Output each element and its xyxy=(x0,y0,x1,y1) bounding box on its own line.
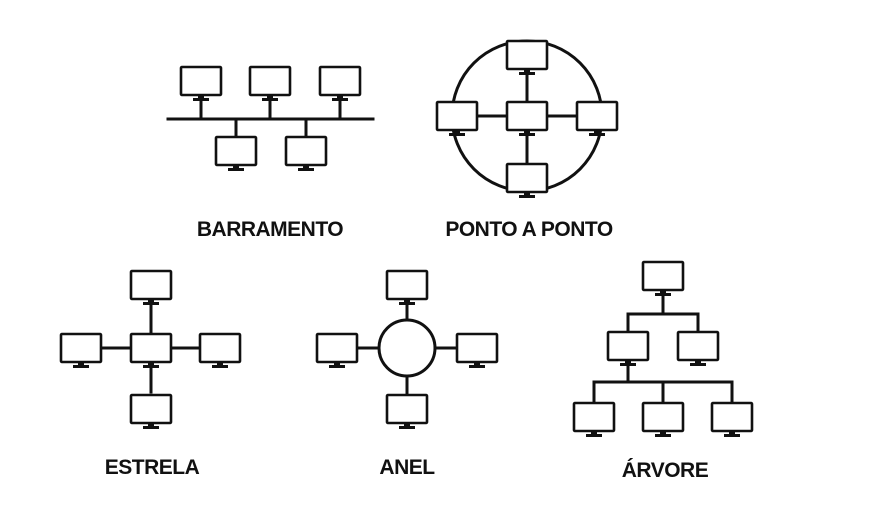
computer-monitor-icon xyxy=(59,332,103,370)
computer-monitor-icon xyxy=(435,100,479,138)
computer-monitor-icon xyxy=(505,162,549,200)
computer-monitor-icon xyxy=(198,332,242,370)
computer-monitor-icon xyxy=(318,65,362,103)
label-ponto-a-ponto: PONTO A PONTO xyxy=(445,218,613,241)
computer-monitor-icon xyxy=(641,260,685,298)
computer-monitor-icon xyxy=(505,100,549,138)
computer-monitor-icon xyxy=(572,401,616,439)
label-estrela: ESTRELA xyxy=(105,456,200,479)
computer-monitor-icon xyxy=(129,332,173,370)
computer-monitor-icon xyxy=(129,269,173,307)
topology-barramento: BARRAMENTO xyxy=(166,65,375,241)
ring-circle xyxy=(377,318,437,378)
computer-monitor-icon xyxy=(315,332,359,370)
computer-monitor-icon xyxy=(385,393,429,431)
label-barramento: BARRAMENTO xyxy=(197,218,343,241)
computer-monitor-icon xyxy=(214,135,258,173)
computer-monitor-icon xyxy=(179,65,223,103)
topology-anel: ANEL xyxy=(315,269,499,479)
computer-monitor-icon xyxy=(284,135,328,173)
computer-monitor-icon xyxy=(248,65,292,103)
computer-monitor-icon xyxy=(641,401,685,439)
label-arvore: ÁRVORE xyxy=(622,459,709,482)
computer-monitor-icon xyxy=(455,332,499,370)
topology-arvore: ÁRVORE xyxy=(572,260,754,482)
computer-monitor-icon xyxy=(710,401,754,439)
computer-monitor-icon xyxy=(505,39,549,77)
topology-estrela: ESTRELA xyxy=(59,269,242,479)
computer-monitor-icon xyxy=(676,330,720,368)
topology-ponto-a-ponto: PONTO A PONTO xyxy=(435,39,619,241)
computer-monitor-icon xyxy=(575,100,619,138)
computer-monitor-icon xyxy=(129,393,173,431)
computer-monitor-icon xyxy=(385,269,429,307)
label-anel: ANEL xyxy=(379,456,435,479)
computer-monitor-icon xyxy=(606,330,650,368)
